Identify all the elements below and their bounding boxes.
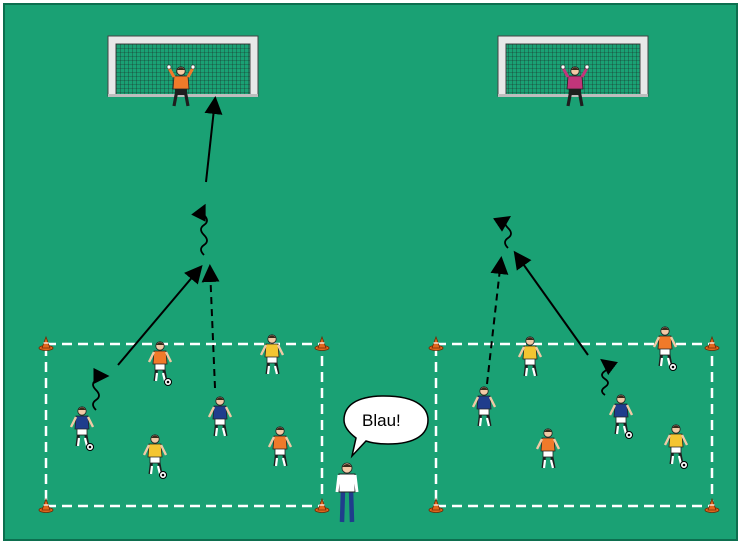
goalkeeper-icon [560, 64, 590, 107]
player-icon [147, 341, 173, 386]
right-field-boundary [434, 342, 714, 508]
right-arrows [486, 216, 618, 396]
cone-icon [38, 335, 54, 351]
player-icon [535, 428, 561, 469]
player-icon [517, 336, 543, 377]
players-group [69, 64, 689, 523]
cone-icon [38, 497, 54, 513]
ball-icon [680, 461, 688, 469]
cone-icon [704, 497, 720, 513]
player-icon [142, 434, 168, 479]
ball-icon [164, 378, 172, 386]
run-arrow [513, 250, 589, 356]
ball-icon [625, 431, 633, 439]
cone-icon [314, 335, 330, 351]
player-icon [608, 394, 634, 439]
cone-icon [428, 335, 444, 351]
ball-icon [86, 443, 94, 451]
player-icon [652, 326, 678, 371]
player-icon [207, 396, 233, 437]
dribble-arrow [92, 367, 110, 411]
player-icon [471, 386, 497, 427]
dribble-arrow [493, 216, 512, 249]
run-arrow [117, 264, 203, 366]
left-arrows [92, 96, 223, 411]
cone-icon [428, 497, 444, 513]
ball-icon [669, 363, 677, 371]
player-icon [663, 424, 689, 469]
pass-arrow-dashed [486, 256, 509, 385]
left-field-boundary [44, 342, 324, 508]
cones-group [38, 335, 720, 513]
player-icon [69, 406, 95, 451]
player-icon [267, 426, 293, 467]
cone-icon [704, 335, 720, 351]
speech-bubble: Blau! [343, 395, 429, 459]
ball-icon [159, 471, 167, 479]
goalkeeper-icon [166, 64, 196, 107]
cone-icon [314, 497, 330, 513]
dribble-arrow [191, 203, 208, 256]
coach-icon [335, 462, 359, 523]
player-icon [259, 334, 285, 375]
pass-arrow-dashed [201, 264, 220, 389]
speech-text: Blau! [362, 411, 401, 430]
dribble-arrow [600, 358, 618, 396]
shot-arrow [204, 96, 223, 183]
